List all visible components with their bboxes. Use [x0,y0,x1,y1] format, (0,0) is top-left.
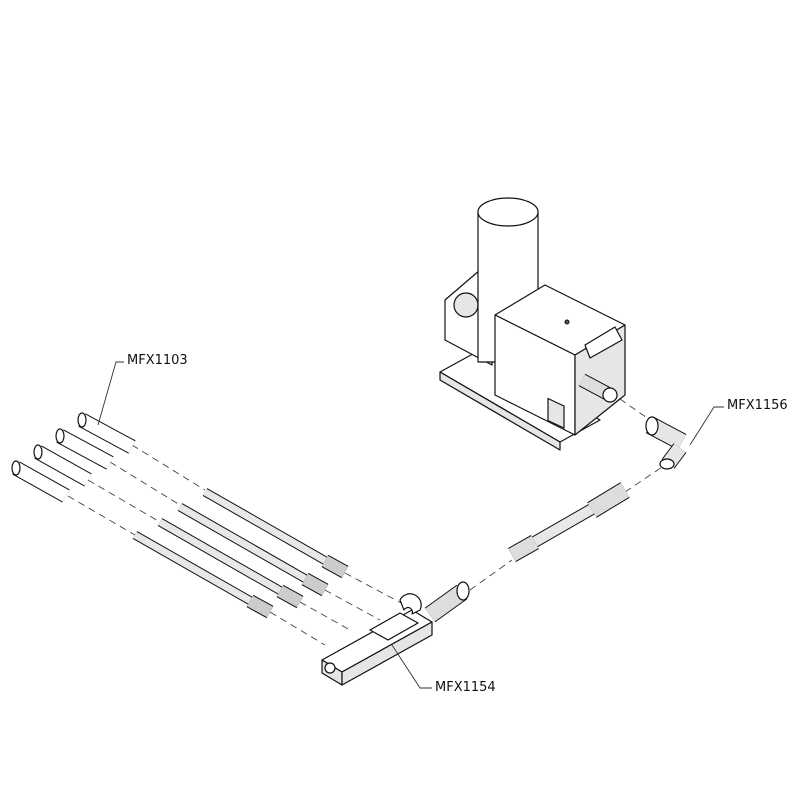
machine-inlet-fitting [578,373,618,403]
hose-4 [132,531,274,619]
hose-2 [177,503,329,597]
co2-jet-machine [439,197,626,451]
leader-lines [97,361,724,689]
label-mfx1103: MFX1103 [127,353,188,368]
manifold-part [321,581,470,686]
elbow-adapter-part [645,416,687,470]
assembly-guide-lines [67,391,666,646]
label-mfx1154: MFX1154 [435,680,496,695]
hose-3 [157,518,304,609]
label-mfx1156: MFX1156 [727,398,788,413]
main-hose-part [508,482,630,562]
nozzle-connectors [11,412,136,503]
nozzle-hoses [132,488,349,619]
hose-1 [202,488,349,579]
